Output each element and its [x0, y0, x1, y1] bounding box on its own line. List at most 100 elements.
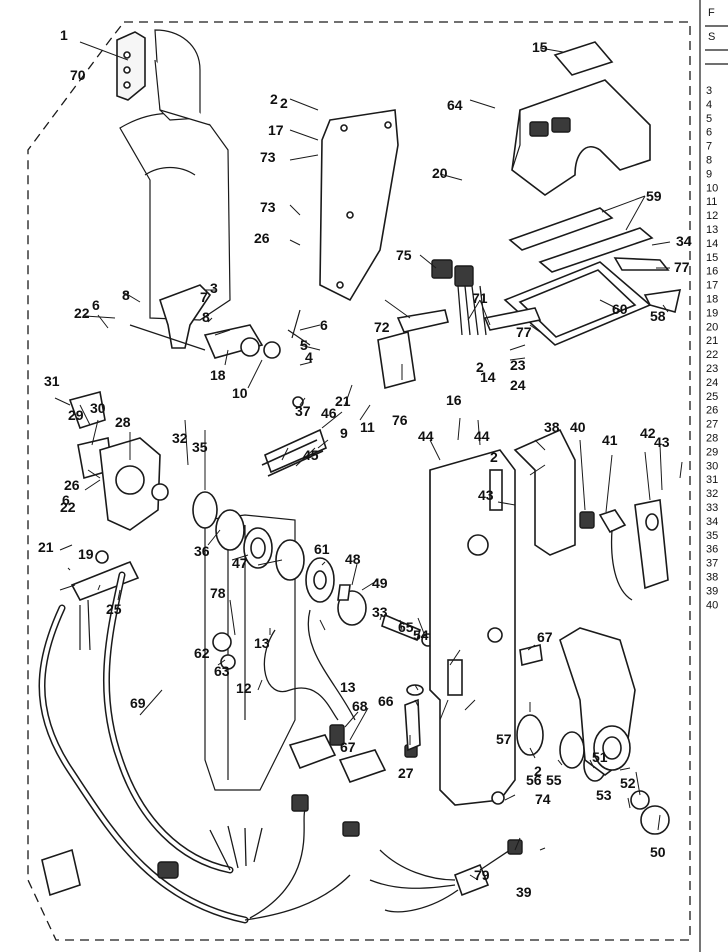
- callout-16: 16: [446, 392, 462, 408]
- edge-row-number: 16: [706, 266, 718, 278]
- edge-header-F: F: [708, 7, 715, 19]
- edge-row-number: 19: [706, 307, 718, 319]
- sleeves-and-washers: [192, 428, 335, 603]
- callout-23: 23: [510, 357, 526, 373]
- callout-19: 19: [78, 546, 94, 562]
- callout-42: 42: [640, 425, 656, 441]
- edge-row-number: 5: [706, 113, 712, 125]
- callout-2: 2: [280, 95, 288, 111]
- callout-61: 61: [314, 541, 330, 557]
- callout-34: 34: [676, 233, 692, 249]
- callout-10: 10: [232, 385, 248, 401]
- throttle-cam-28: [68, 391, 169, 531]
- callout-64: 64: [447, 97, 463, 113]
- edge-row-number: 40: [706, 599, 718, 611]
- callout-1: 1: [60, 27, 68, 43]
- mounting-plate: [319, 109, 399, 302]
- callout-45: 45: [303, 447, 319, 463]
- callout-53: 53: [596, 787, 612, 803]
- callout-69: 69: [130, 695, 146, 711]
- callout-67: 67: [537, 629, 553, 645]
- callout-72: 72: [374, 319, 390, 335]
- callout-75: 75: [396, 247, 412, 263]
- callout-13: 13: [254, 635, 270, 651]
- lever-arm-51: [559, 627, 670, 835]
- callout-28: 28: [115, 414, 131, 430]
- neutral-switch-38: [513, 428, 669, 601]
- callout-31: 31: [44, 373, 60, 389]
- callout-2: 2: [476, 359, 484, 375]
- switch-assembly-75: [377, 259, 542, 390]
- callout-43: 43: [478, 487, 494, 503]
- callout-25: 25: [106, 601, 122, 617]
- callout-32: 32: [172, 430, 188, 446]
- callout-76: 76: [392, 412, 408, 428]
- callout-2: 2: [490, 449, 498, 465]
- housing-ghost-outline: [119, 29, 296, 791]
- callout-8: 8: [202, 309, 210, 325]
- edge-row-number: 34: [706, 516, 718, 528]
- callout-73: 73: [260, 149, 276, 165]
- callout-6: 6: [92, 297, 100, 313]
- callout-14: 14: [480, 369, 496, 385]
- wiring-harness-69: [38, 571, 351, 924]
- callout-33: 33: [372, 604, 388, 620]
- callout-8: 8: [122, 287, 130, 303]
- callout-7: 7: [200, 289, 208, 305]
- callout-35: 35: [192, 439, 208, 455]
- callout-44: 44: [418, 428, 434, 444]
- callout-40: 40: [570, 419, 586, 435]
- shift-linkage: [129, 284, 311, 408]
- callout-6: 6: [320, 317, 328, 333]
- callout-46: 46: [321, 405, 337, 421]
- lever-grip-70: [116, 31, 146, 101]
- wire-12-13: [263, 609, 356, 746]
- callout-30: 30: [90, 400, 106, 416]
- control-box-body: [429, 449, 516, 806]
- edge-row-number: 27: [706, 419, 718, 431]
- edge-row-number: 4: [706, 99, 712, 111]
- callout-21: 21: [335, 393, 351, 409]
- callout-67: 67: [340, 739, 356, 755]
- callout-66: 66: [378, 693, 394, 709]
- callout-50: 50: [650, 844, 666, 860]
- callout-9: 9: [340, 425, 348, 441]
- callout-74: 74: [535, 791, 551, 807]
- callout-48: 48: [345, 551, 361, 567]
- edge-row-number: 9: [706, 168, 712, 180]
- callout-4: 4: [305, 349, 313, 365]
- edge-row-number: 35: [706, 530, 718, 542]
- callout-29: 29: [68, 407, 84, 423]
- edge-row-number: 26: [706, 405, 718, 417]
- edge-row-number: 6: [706, 127, 712, 139]
- callout-22: 22: [60, 499, 76, 515]
- edge-row-number: 10: [706, 182, 718, 194]
- callout-11: 11: [360, 419, 375, 435]
- callout-77: 77: [674, 259, 690, 275]
- edge-row-number: 39: [706, 585, 718, 597]
- edge-row-number: 13: [706, 224, 718, 236]
- connectors-68: [288, 734, 387, 837]
- callout-3: 3: [210, 280, 218, 296]
- callout-17: 17: [268, 122, 284, 138]
- edge-row-number: 17: [706, 280, 718, 292]
- callout-41: 41: [602, 432, 618, 448]
- callout-55: 55: [546, 772, 562, 788]
- callout-26: 26: [254, 230, 270, 246]
- callout-65: 65: [398, 619, 414, 635]
- edge-row-number: 38: [706, 572, 718, 584]
- callout-20: 20: [432, 165, 448, 181]
- edge-row-number: 32: [706, 488, 718, 500]
- callout-73: 73: [260, 199, 276, 215]
- callout-56: 56: [526, 772, 542, 788]
- callout-79: 79: [474, 867, 490, 883]
- callout-5: 5: [300, 337, 308, 353]
- callout-43: 43: [654, 434, 670, 450]
- plates-59: [508, 207, 682, 313]
- callout-52: 52: [620, 775, 636, 791]
- edge-row-number: 37: [706, 558, 718, 570]
- callout-44: 44: [474, 428, 490, 444]
- edge-row-number: 3: [706, 85, 712, 97]
